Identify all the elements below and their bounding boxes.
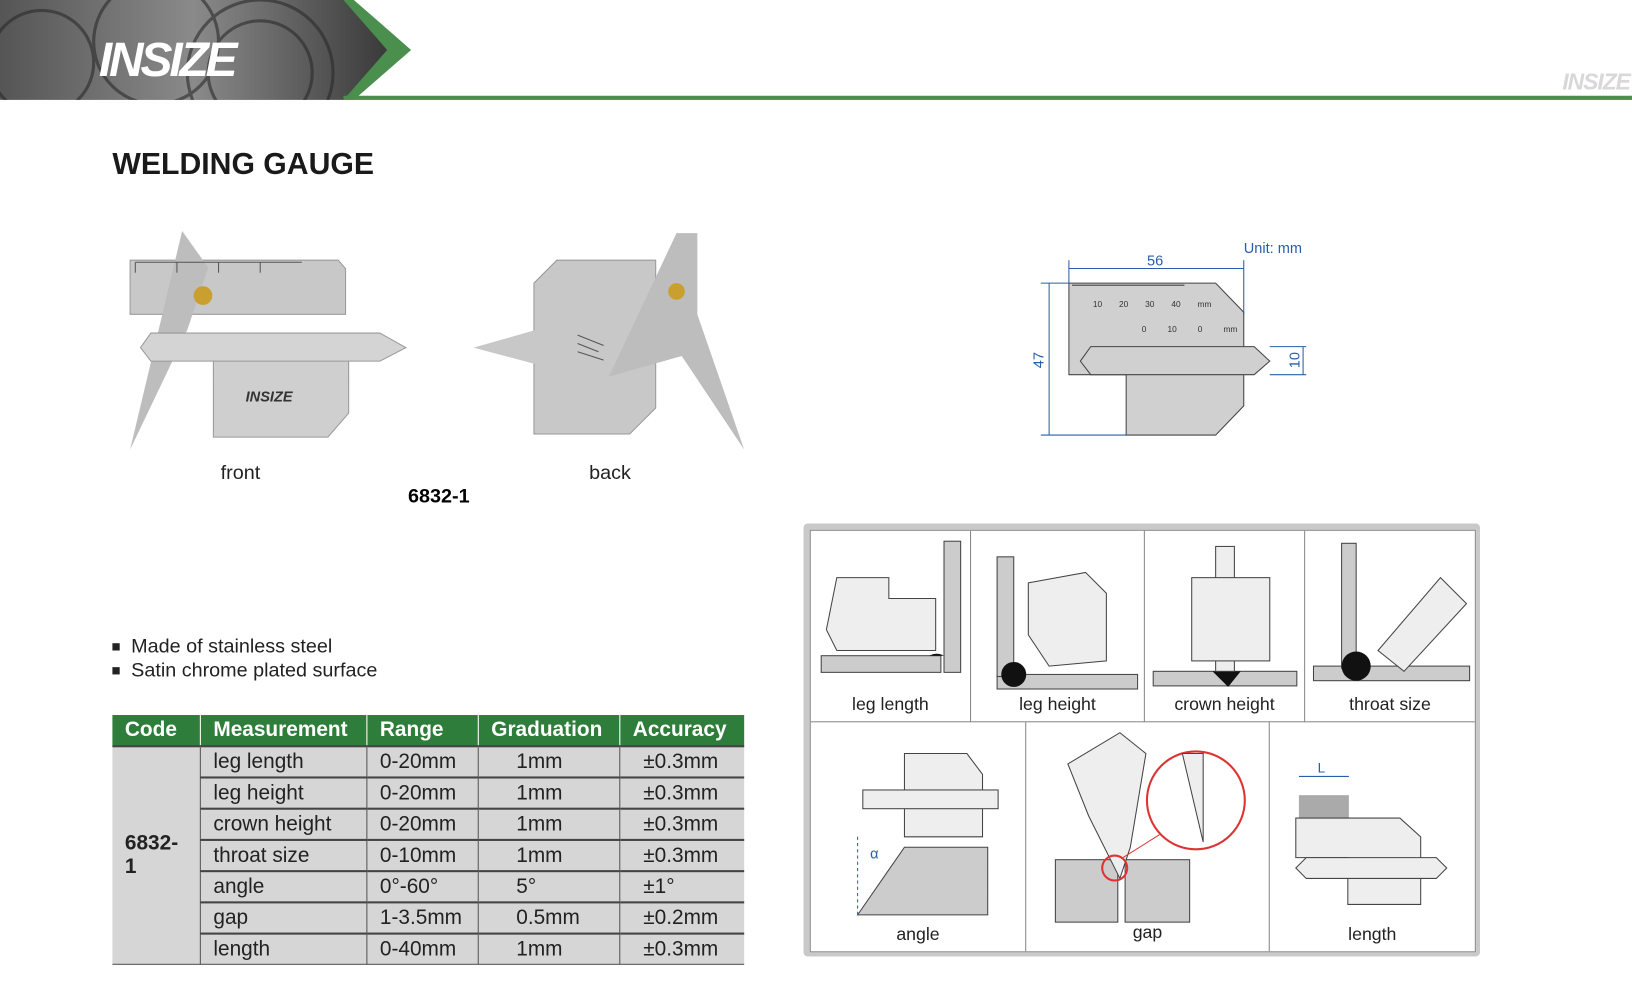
graduation-cell: 1mm bbox=[477, 838, 621, 872]
usage-label: length bbox=[1348, 924, 1397, 945]
graduation-cell: 1mm bbox=[477, 745, 621, 778]
gauge-front-engraving: INSIZE bbox=[245, 388, 293, 405]
unit-label: Unit: mm bbox=[1243, 239, 1303, 257]
usage-length: L length bbox=[1270, 722, 1475, 951]
accuracy-cell: ±0.3mm bbox=[619, 807, 745, 841]
page-title: WELDING GAUGE bbox=[112, 147, 375, 182]
range-cell: 1-3.5mm bbox=[366, 901, 479, 935]
col-code: Code bbox=[112, 715, 201, 747]
vernier-unit: mm bbox=[1223, 324, 1238, 335]
feature-item: Made of stainless steel bbox=[112, 635, 377, 659]
col-accuracy: Accuracy bbox=[619, 715, 745, 747]
measurement-cell: gap bbox=[199, 901, 368, 935]
gauge-front-image bbox=[129, 231, 408, 450]
usage-label: gap bbox=[1132, 922, 1163, 942]
col-graduation: Graduation bbox=[478, 715, 621, 747]
range-cell: 0-40mm bbox=[366, 932, 479, 965]
measurement-cell: length bbox=[199, 932, 368, 965]
usage-crown-height: crown height bbox=[1144, 530, 1306, 723]
header-banner bbox=[0, 0, 412, 100]
range-cell: 0°-60° bbox=[366, 870, 479, 903]
usage-label: crown height bbox=[1174, 694, 1275, 714]
accuracy-cell: ±0.3mm bbox=[619, 776, 745, 810]
usage-leg-length: leg length bbox=[810, 530, 972, 723]
col-measurement: Measurement bbox=[200, 715, 368, 747]
brand-logo: INSIZE bbox=[98, 32, 238, 87]
measurement-cell: crown height bbox=[199, 807, 368, 841]
feature-item: Satin chrome plated surface bbox=[112, 659, 377, 683]
scale-unit: mm bbox=[1197, 299, 1212, 310]
dimension-drawing bbox=[1040, 260, 1307, 436]
main-scale-labels: 10 20 30 40 mm bbox=[1093, 300, 1212, 309]
dimension-width: 56 bbox=[1146, 251, 1164, 269]
code-cell: 6832-1 bbox=[112, 745, 201, 965]
vernier-10: 10 bbox=[1167, 324, 1177, 335]
accuracy-cell: ±0.3mm bbox=[619, 932, 745, 965]
front-caption: front bbox=[220, 462, 261, 484]
measurement-cell: throat size bbox=[199, 838, 368, 872]
col-range: Range bbox=[366, 715, 479, 747]
measurement-cell: leg height bbox=[199, 776, 368, 810]
usage-label: leg length bbox=[852, 694, 929, 714]
scale-20: 20 bbox=[1119, 299, 1129, 310]
usage-leg-height: leg height bbox=[971, 530, 1145, 723]
spec-table: Code Measurement Range Graduation Accura… bbox=[112, 715, 745, 965]
product-code: 6832-1 bbox=[407, 486, 470, 508]
scale-30: 30 bbox=[1145, 299, 1155, 310]
vernier-scale-labels: 0 10 0 mm bbox=[1142, 325, 1238, 334]
range-cell: 0-20mm bbox=[366, 807, 479, 841]
graduation-cell: 5° bbox=[477, 870, 621, 903]
measurement-cell: leg length bbox=[199, 745, 368, 778]
range-cell: 0-10mm bbox=[366, 838, 479, 872]
header-divider bbox=[343, 95, 1632, 100]
gauge-back-image bbox=[473, 233, 745, 450]
accuracy-cell: ±0.3mm bbox=[619, 745, 745, 778]
usage-throat-size: throat size bbox=[1305, 531, 1475, 723]
graduation-cell: 1mm bbox=[477, 776, 621, 810]
graduation-cell: 1mm bbox=[477, 807, 621, 841]
length-mark: L bbox=[1317, 759, 1326, 776]
usage-angle: α angle bbox=[811, 722, 1027, 952]
range-cell: 0-20mm bbox=[366, 776, 479, 810]
alpha-mark: α bbox=[870, 845, 879, 862]
dimension-thickness: 10 bbox=[1286, 352, 1303, 369]
graduation-cell: 0.5mm bbox=[477, 901, 621, 935]
brand-watermark: INSIZE bbox=[1562, 68, 1631, 95]
scale-40: 40 bbox=[1171, 299, 1181, 310]
usage-label: throat size bbox=[1349, 694, 1431, 714]
usage-label: leg height bbox=[1019, 694, 1096, 714]
accuracy-cell: ±1° bbox=[619, 870, 745, 903]
usage-label: angle bbox=[896, 924, 940, 945]
range-cell: 0-20mm bbox=[366, 745, 479, 778]
accuracy-cell: ±0.3mm bbox=[619, 838, 745, 872]
back-caption: back bbox=[589, 462, 631, 484]
graduation-cell: 1mm bbox=[477, 932, 621, 965]
vernier-0: 0 bbox=[1141, 324, 1147, 335]
vernier-end: 0 bbox=[1197, 324, 1203, 335]
measurement-cell: angle bbox=[199, 870, 368, 903]
accuracy-cell: ±0.2mm bbox=[619, 901, 745, 935]
usage-gap: gap bbox=[1026, 722, 1270, 952]
feature-list: Made of stainless steel Satin chrome pla… bbox=[112, 635, 377, 683]
scale-10: 10 bbox=[1092, 299, 1103, 310]
usage-diagram-panel: leg length leg height crown height throa… bbox=[803, 523, 1481, 957]
dimension-height: 47 bbox=[1030, 352, 1047, 369]
